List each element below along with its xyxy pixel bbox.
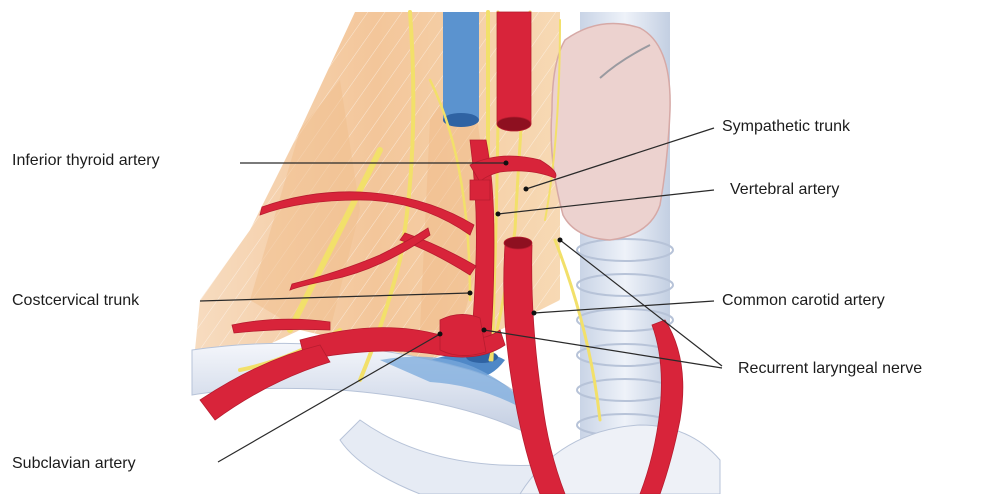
leader-dot-vertebral-artery [496,212,501,217]
label-sympathetic-trunk: Sympathetic trunk [722,118,850,136]
leader-dot-inferior-thyroid-artery [504,161,509,166]
label-costcervical-trunk: Costcervical trunk [12,292,139,310]
leader-dot-subclavian-artery [438,332,443,337]
label-common-carotid-artery: Common carotid artery [722,292,885,310]
leader-dot-recurrent-laryngeal-nerve-upper [558,238,563,243]
leader-dot-sympathetic-trunk [524,187,529,192]
label-recurrent-laryngeal-nerve: Recurrent laryngeal nerve [738,360,922,378]
leader-dot-recurrent-laryngeal-nerve-lower [482,328,487,333]
label-subclavian-artery: Subclavian artery [12,455,136,473]
label-vertebral-artery: Vertebral artery [730,181,839,199]
thyroid-gland [551,24,670,240]
leader-dot-common-carotid-artery [532,311,537,316]
leader-dot-costcervical-trunk [468,291,473,296]
label-inferior-thyroid-artery: Inferior thyroid artery [12,152,160,170]
